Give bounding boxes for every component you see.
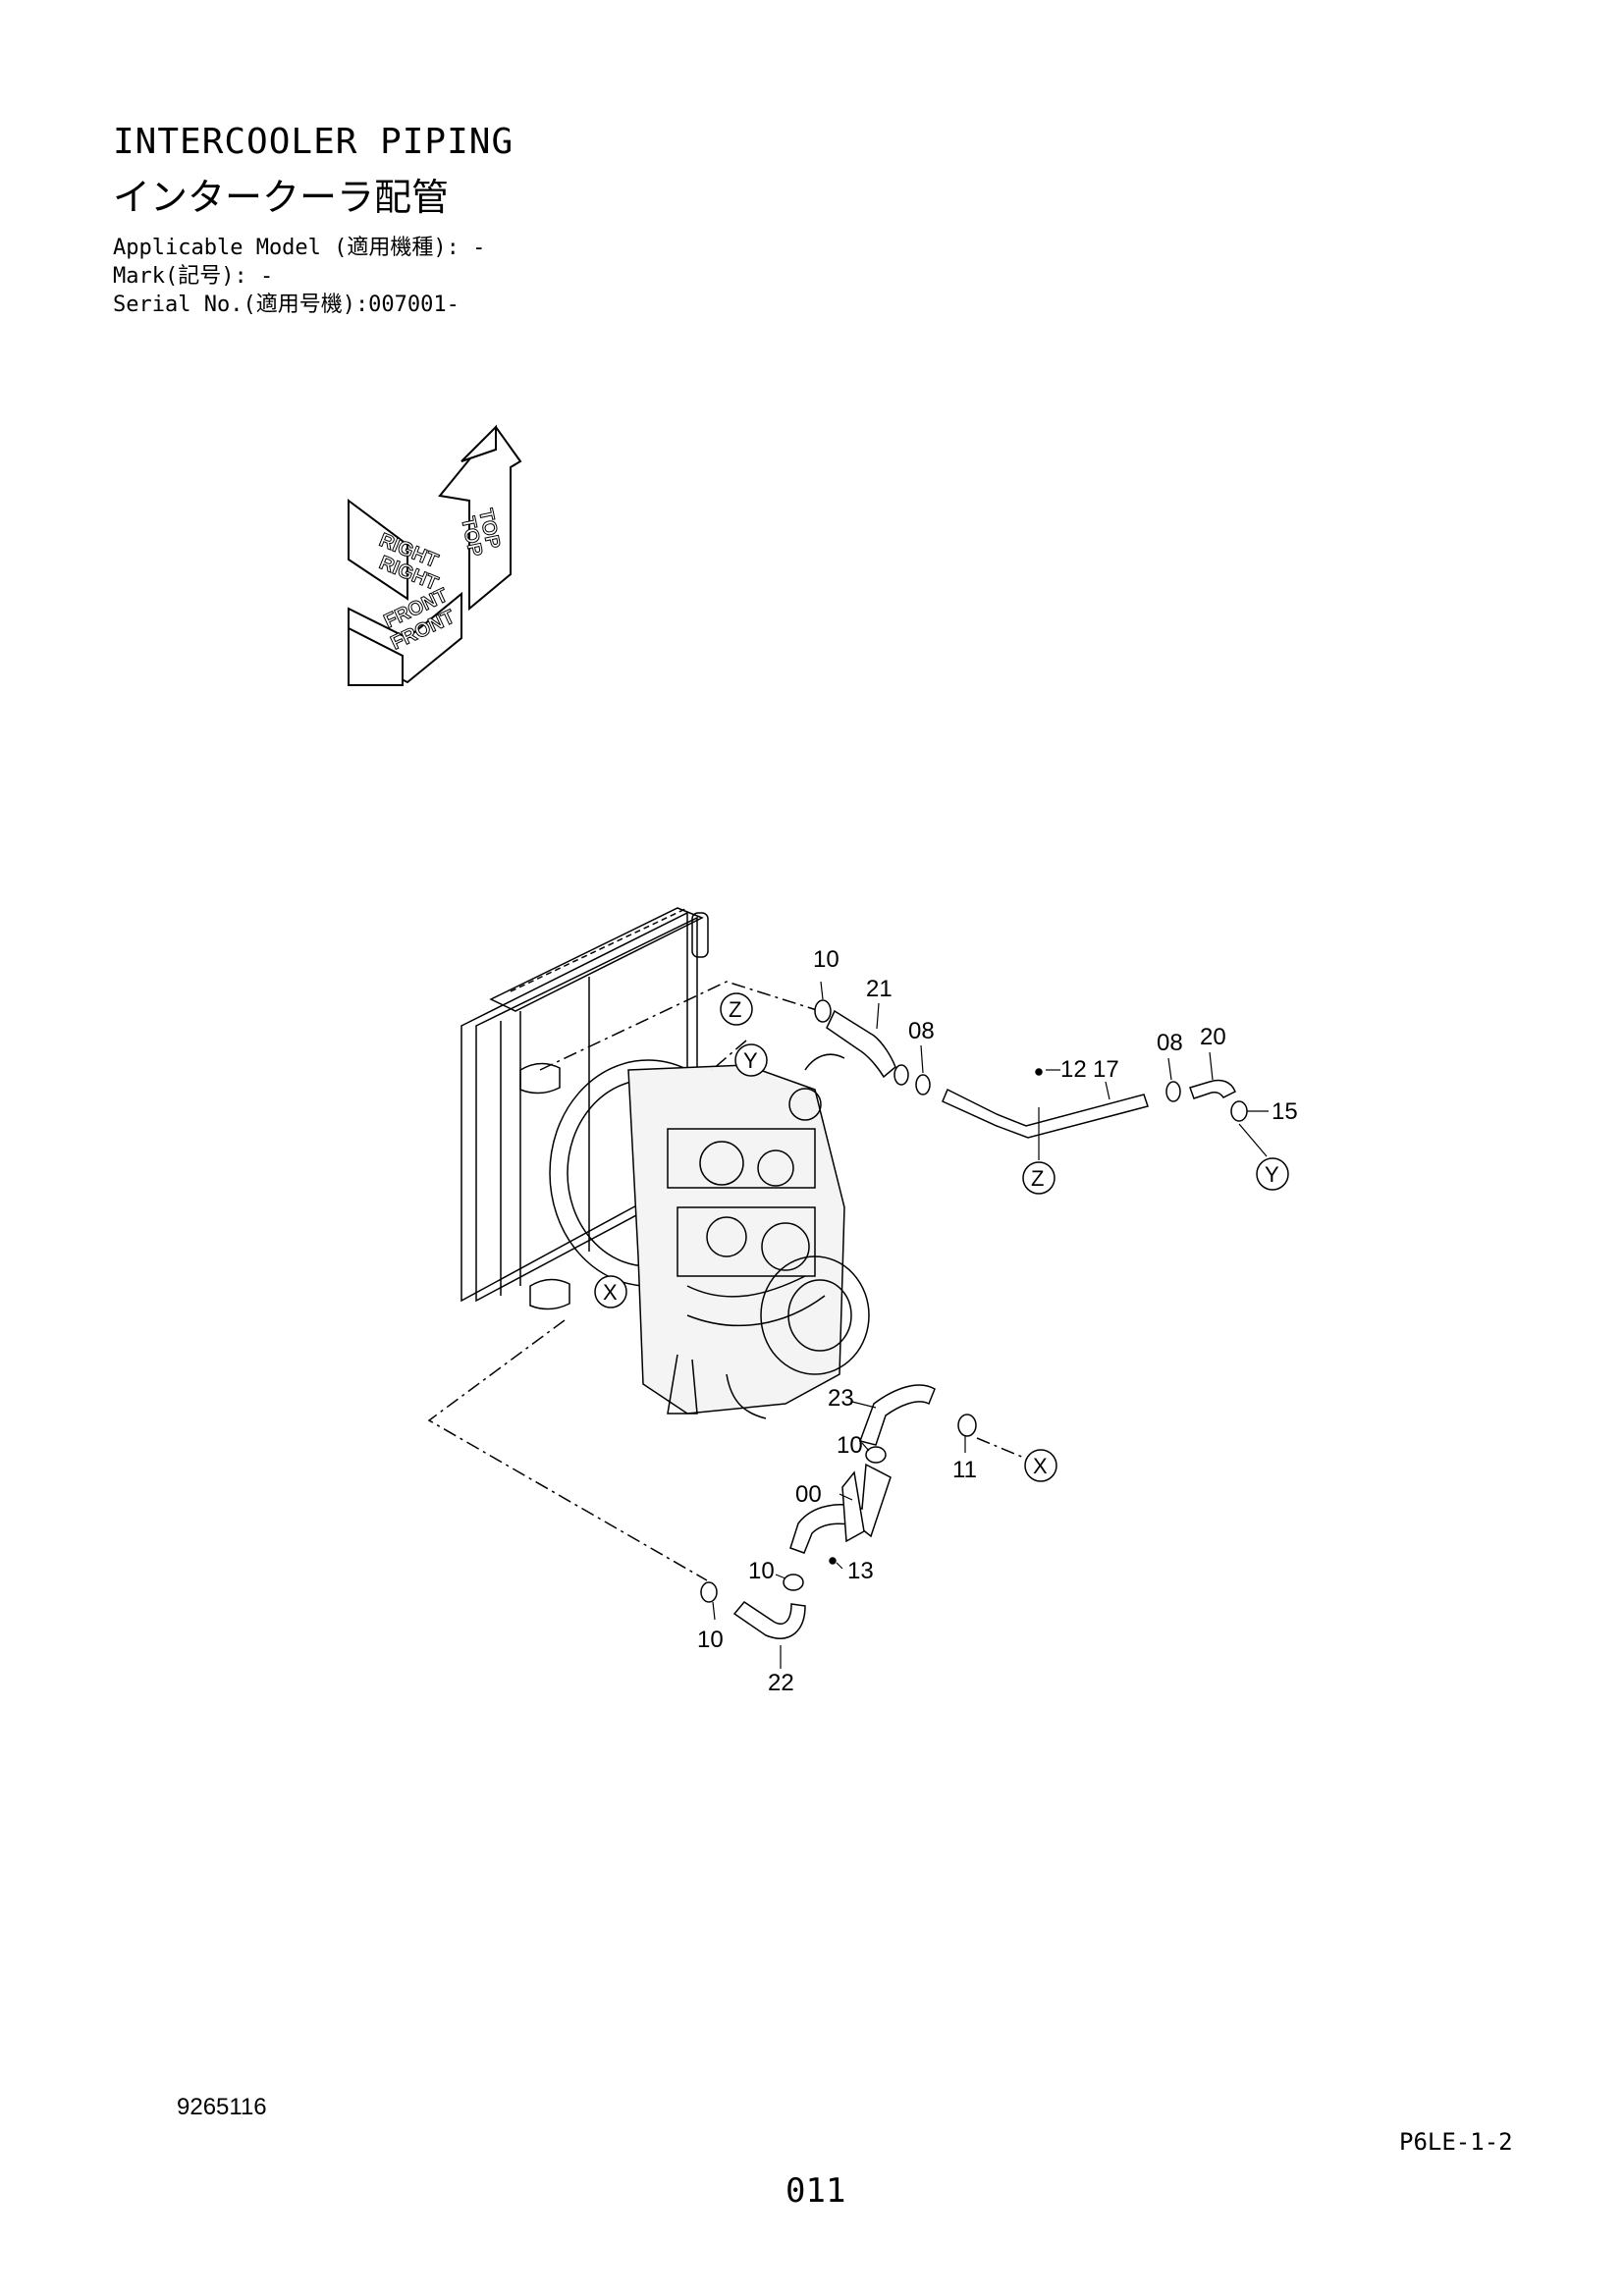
marker-y-pipe (1256, 1157, 1289, 1191)
clamp-10-bottom (700, 1581, 718, 1603)
svg-text:Y: Y (743, 1048, 758, 1073)
hose-23 (859, 1384, 936, 1446)
callout-11: 11 (952, 1457, 977, 1483)
orientation-icon: TOP TOP RIGHT RIGHT FRONT FRONT (348, 424, 522, 686)
ring-08-right (1165, 1081, 1181, 1102)
page-number: 011 (785, 2171, 846, 2211)
svg-text:Z: Z (1031, 1166, 1044, 1191)
callout-15: 15 (1272, 1098, 1298, 1125)
leader-lines (712, 981, 1269, 1669)
callout-10-mid: 10 (837, 1432, 863, 1459)
pipe-00 (789, 1463, 892, 1554)
ring-08-left (915, 1074, 931, 1095)
callout-10-lower: 10 (748, 1558, 775, 1584)
hose-20 (1189, 1079, 1236, 1099)
clamp-10-lower (783, 1574, 804, 1591)
pipe-17 (942, 1088, 1149, 1139)
serial-number-line: Serial No.(適用号機):007001- (113, 293, 460, 317)
callout-17: 17 (1093, 1056, 1119, 1083)
callout-23: 23 (828, 1385, 854, 1412)
mark-line: Mark(記号): - (113, 264, 274, 289)
hose-21 (826, 1009, 896, 1079)
marker-y-engine (734, 1043, 768, 1077)
drawing-number: 9265116 (177, 2094, 267, 2120)
callout-13: 13 (847, 1558, 874, 1584)
bracket (841, 1470, 865, 1543)
sheet-code: P6LE-1-2 (1399, 2128, 1513, 2156)
lower-pipe-assembly (700, 1384, 977, 1639)
callout-10-bottom: 10 (697, 1627, 724, 1653)
applicable-model-line: Applicable Model (適用機種): - (113, 236, 486, 260)
clamp-10-mid (865, 1446, 887, 1464)
part-callouts: 10 21 08 12 17 08 20 15 23 10 11 00 13 1… (697, 946, 1298, 1696)
callout-08-left: 08 (908, 1018, 935, 1044)
svg-text:Z: Z (729, 997, 741, 1022)
upper-pipe-assembly (814, 999, 1248, 1139)
marker-x-engine (594, 1275, 627, 1308)
callout-20: 20 (1200, 1024, 1226, 1050)
callout-12: 12 (1060, 1056, 1087, 1083)
callout-21: 21 (866, 976, 893, 1002)
callout-22: 22 (768, 1670, 794, 1696)
marker-z-engine (720, 992, 753, 1026)
marker-x-pipe (1024, 1449, 1057, 1482)
clamp-11 (957, 1414, 977, 1437)
clamp-10-upper (814, 999, 832, 1023)
svg-text:X: X (1033, 1454, 1048, 1478)
bolt-13 (829, 1557, 837, 1565)
page-title: INTERCOOLER PIPING (113, 122, 514, 162)
callout-08-right: 08 (1157, 1030, 1183, 1056)
callout-10-upper: 10 (813, 946, 839, 973)
view-markers: Z Y X Z Y X (594, 992, 1289, 1482)
clamp-15 (1230, 1100, 1248, 1122)
svg-text:Y: Y (1265, 1162, 1279, 1187)
callout-00: 00 (795, 1481, 822, 1508)
engine-assembly (549, 1053, 870, 1419)
svg-text:X: X (603, 1280, 618, 1305)
marker-z-pipe (1022, 1161, 1056, 1195)
bolt-12 (1035, 1068, 1043, 1076)
hose-22 (732, 1601, 806, 1639)
page-title-japanese: インタークーラ配管 (113, 176, 450, 219)
